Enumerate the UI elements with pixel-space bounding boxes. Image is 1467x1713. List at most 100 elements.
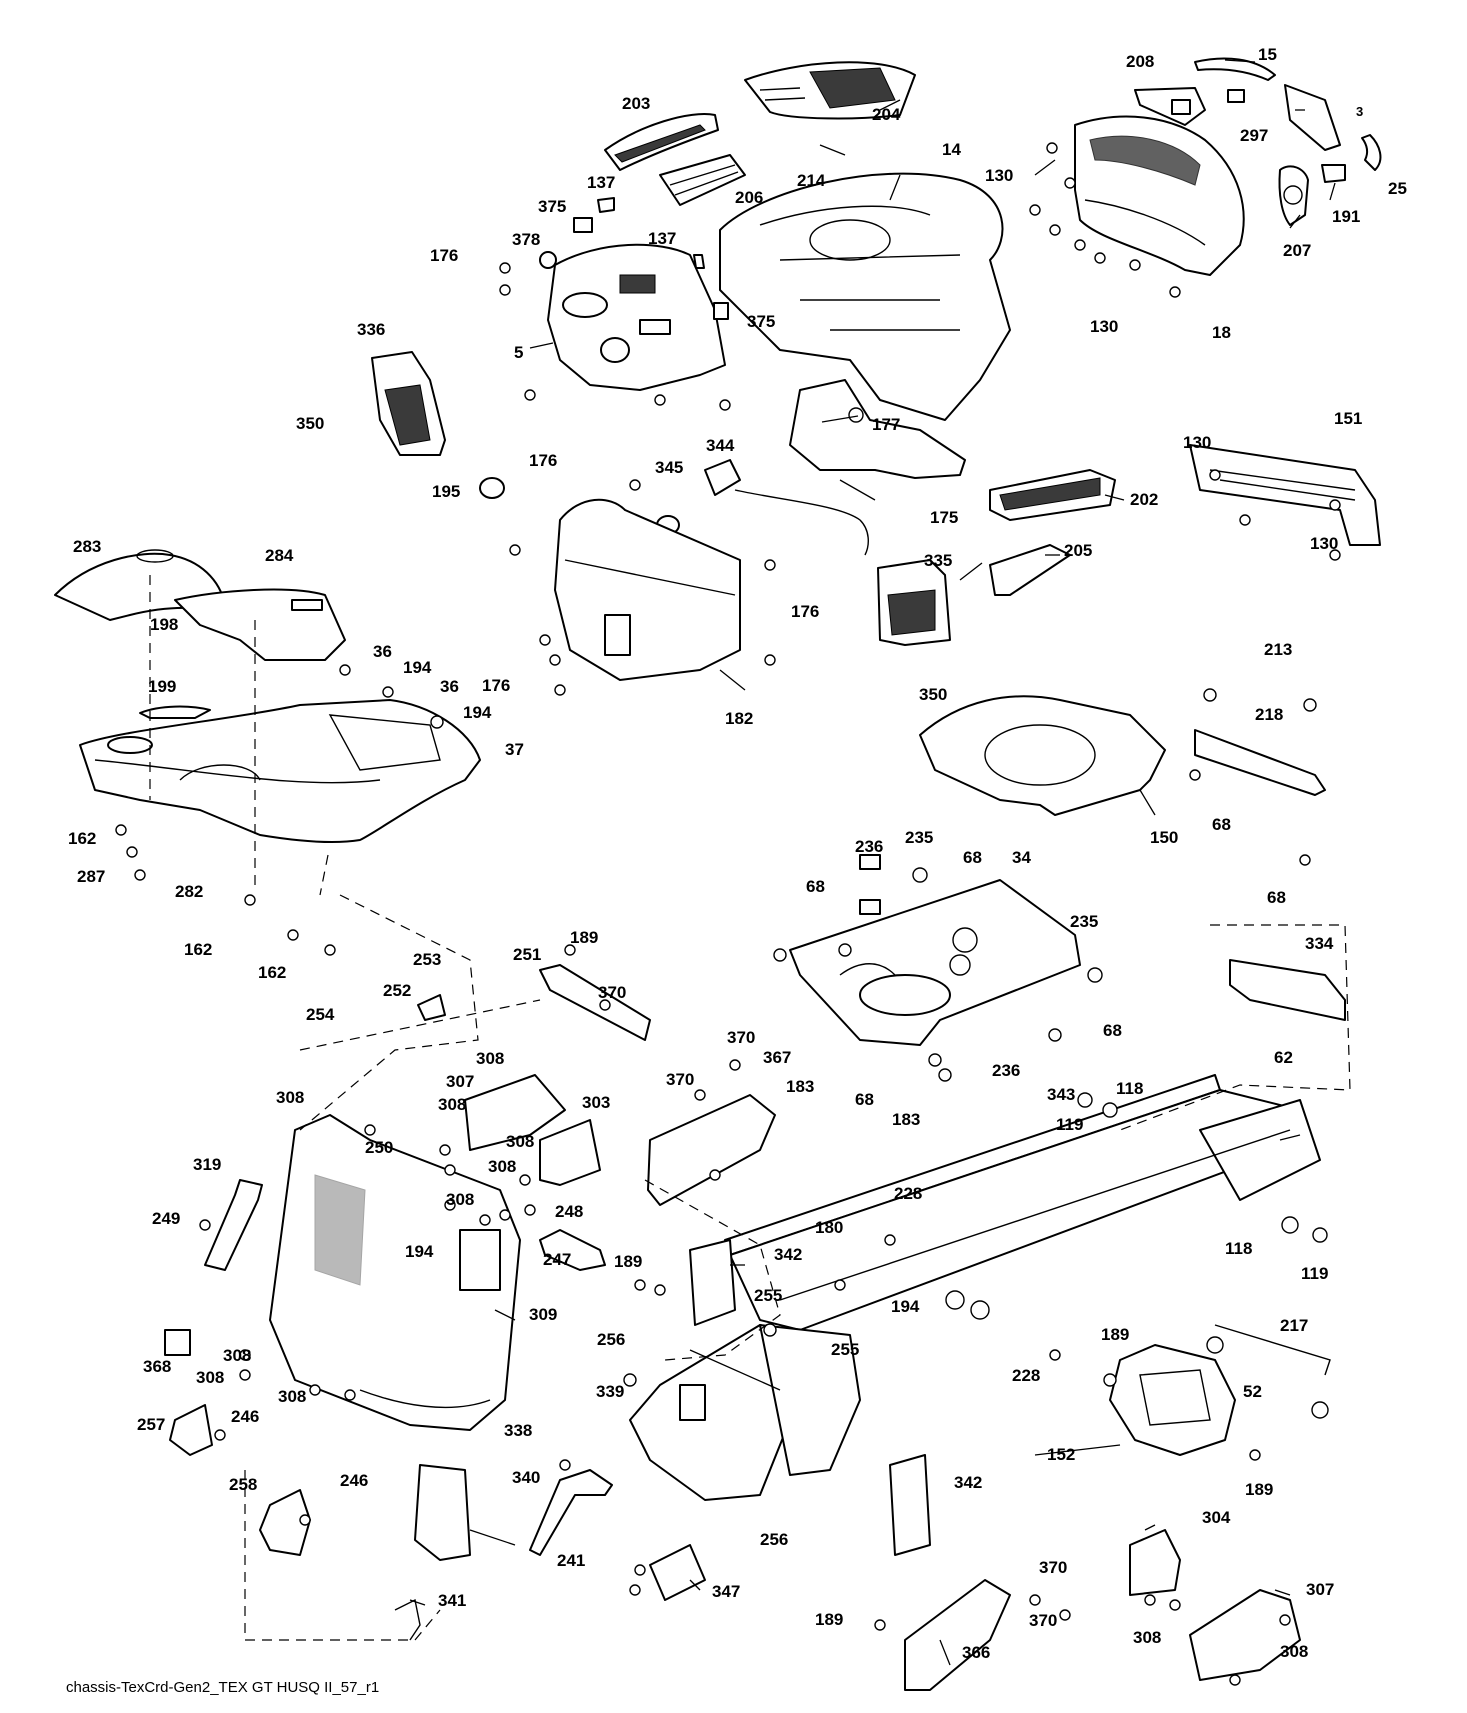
bracket-part-199 <box>139 705 211 719</box>
callout-labels: 15 208 3 297 25 191 207 204 203 14 130 2… <box>68 45 1407 1662</box>
bracket-part-152 <box>1109 1344 1236 1456</box>
callout-375a: 375 <box>538 197 566 216</box>
callout-341: 341 <box>438 1591 466 1610</box>
callout-206: 206 <box>735 188 763 207</box>
callout-130d: 130 <box>1310 534 1338 553</box>
clip-part-137a <box>597 197 615 213</box>
footrest-part-284 <box>174 588 346 661</box>
callout-253: 253 <box>413 950 441 969</box>
callout-370b: 370 <box>727 1028 755 1047</box>
callout-203: 203 <box>622 94 650 113</box>
callout-366: 366 <box>962 1643 990 1662</box>
bracket-part-251 <box>539 964 651 1041</box>
bracket-part-342a <box>689 1239 736 1326</box>
callout-303: 303 <box>582 1093 610 1112</box>
plate-part-218 <box>1194 729 1326 796</box>
callout-52: 52 <box>1243 1382 1262 1401</box>
dash-part-5 <box>547 243 726 391</box>
callout-248: 248 <box>555 1202 583 1221</box>
callout-342a: 342 <box>774 1245 802 1264</box>
callout-247: 247 <box>543 1250 571 1269</box>
callout-198: 198 <box>150 615 178 634</box>
callout-118b: 118 <box>1225 1239 1252 1258</box>
callout-338: 338 <box>504 1421 532 1440</box>
callout-176a: 176 <box>430 246 458 265</box>
bracket-part-258 <box>259 1489 311 1556</box>
clip-part-297 <box>1227 89 1245 103</box>
plug-part-195 <box>479 477 505 499</box>
callout-189a: 189 <box>570 928 598 947</box>
lens-part-191 <box>1321 164 1346 183</box>
callout-162a: 162 <box>68 829 96 848</box>
rod-part-217 <box>1214 1324 1331 1376</box>
callout-180: 180 <box>815 1218 843 1237</box>
bracket-part-257 <box>169 1404 213 1456</box>
callout-214: 214 <box>797 171 826 190</box>
callout-119a: 119 <box>1056 1115 1083 1134</box>
bracket-part-342b <box>889 1454 931 1556</box>
cable-part-344 <box>704 459 869 556</box>
callout-175: 175 <box>930 508 958 527</box>
callout-177: 177 <box>872 415 900 434</box>
dash-outline-hood <box>149 575 329 896</box>
callout-183a: 183 <box>786 1077 814 1096</box>
bracket-part-347 <box>649 1544 706 1601</box>
callout-258: 258 <box>229 1475 257 1494</box>
spacer-part-236a <box>859 899 881 915</box>
bracket-part-247 <box>539 1229 606 1271</box>
callout-350b: 350 <box>919 685 947 704</box>
plate-part-334 <box>1229 959 1346 1021</box>
plate-part-34 <box>789 879 1081 1046</box>
callout-340: 340 <box>512 1468 540 1487</box>
callout-370d: 370 <box>1039 1558 1067 1577</box>
callout-182: 182 <box>725 709 753 728</box>
callout-3: 3 <box>1356 104 1363 119</box>
callout-68c: 68 <box>806 877 825 896</box>
callout-137a: 137 <box>587 173 615 192</box>
callout-250: 250 <box>365 1138 393 1157</box>
callout-246b: 246 <box>340 1471 368 1490</box>
callout-254: 254 <box>306 1005 335 1024</box>
lever-part-339 <box>529 1469 613 1556</box>
bracket-part-366 <box>904 1579 1011 1691</box>
trim-part-205 <box>989 544 1071 596</box>
callout-255a: 255 <box>754 1286 782 1305</box>
callout-194b: 194 <box>463 703 492 722</box>
panel-part-335 <box>877 559 951 646</box>
callout-308d: 308 <box>506 1132 534 1151</box>
callout-189e: 189 <box>815 1610 843 1629</box>
trim-part-206 <box>659 154 746 206</box>
callout-235b: 235 <box>1070 912 1098 931</box>
nose-part-18 <box>1074 115 1245 276</box>
callout-68b: 68 <box>963 848 982 867</box>
bracket-part-252 <box>417 994 446 1021</box>
callout-68e: 68 <box>1103 1021 1122 1040</box>
callout-18: 18 <box>1212 323 1231 342</box>
callout-189d: 189 <box>1245 1480 1273 1499</box>
callout-308i: 308 <box>278 1387 306 1406</box>
callout-246a: 246 <box>231 1407 259 1426</box>
leader-lines <box>409 59 1336 1666</box>
dash-outline-panel <box>299 894 541 1131</box>
hood-part-14 <box>719 172 1011 421</box>
frame-part-180 <box>724 1074 1321 1331</box>
callout-189c: 189 <box>1101 1325 1129 1344</box>
callout-319: 319 <box>193 1155 221 1174</box>
callout-176d: 176 <box>482 676 510 695</box>
callout-217: 217 <box>1280 1316 1308 1335</box>
callout-297: 297 <box>1240 126 1268 145</box>
callout-176b: 176 <box>529 451 557 470</box>
callout-68a: 68 <box>1212 815 1231 834</box>
callout-308j: 308 <box>1133 1628 1161 1647</box>
callout-236b: 236 <box>992 1061 1020 1080</box>
callout-304: 304 <box>1202 1508 1231 1527</box>
callout-119b: 119 <box>1301 1264 1328 1283</box>
callout-255b: 255 <box>831 1340 859 1359</box>
clip-part-137b <box>693 254 705 269</box>
callout-342b: 342 <box>954 1473 982 1492</box>
clip-part-375a <box>573 217 593 233</box>
fender-deck-part-37 <box>79 699 481 844</box>
callout-176c: 176 <box>791 602 819 621</box>
callout-213: 213 <box>1264 640 1292 659</box>
